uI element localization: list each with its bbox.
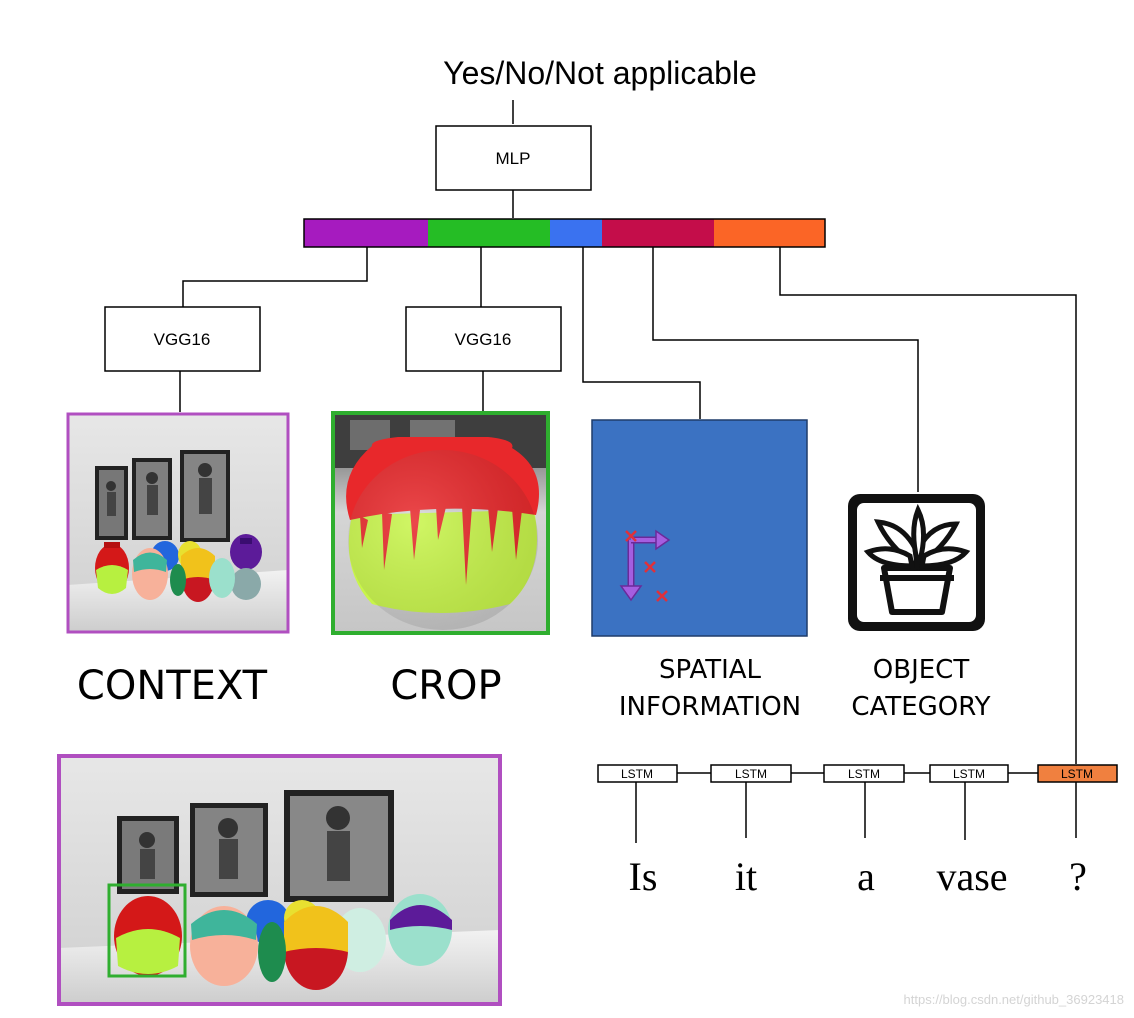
caption-context: CONTEXT bbox=[77, 663, 268, 709]
output-label: Yes/No/Not applicable bbox=[443, 55, 757, 91]
feature-segment-spatial bbox=[550, 219, 602, 247]
feature-bar-outline bbox=[303, 218, 826, 248]
context-image bbox=[66, 412, 290, 634]
caption-object-line1: OBJECT bbox=[873, 655, 970, 685]
lstm-cell bbox=[929, 764, 1009, 783]
scene-photo-frames bbox=[117, 790, 394, 902]
feature-segment-category bbox=[602, 219, 714, 247]
feature-segment-question bbox=[714, 219, 825, 247]
question-word: Is bbox=[629, 854, 658, 899]
feature-segment-context bbox=[304, 219, 428, 247]
question-word: vase bbox=[936, 854, 1007, 899]
lstm-cell-final bbox=[1037, 764, 1118, 783]
lstm-cell bbox=[597, 764, 678, 783]
question-word: a bbox=[857, 854, 875, 899]
spatial-info-panel bbox=[591, 419, 808, 637]
crop-image-border bbox=[331, 411, 550, 635]
scene-crop-bounding-box bbox=[107, 883, 187, 978]
feature-segment-crop bbox=[428, 219, 550, 247]
question-word: ? bbox=[1069, 854, 1087, 899]
scene-vases bbox=[114, 894, 452, 990]
plant-icon bbox=[848, 494, 985, 631]
caption-spatial-line1: SPATIAL bbox=[659, 655, 762, 685]
caption-crop: CROP bbox=[390, 663, 501, 709]
connector-context bbox=[182, 247, 368, 307]
crop-image bbox=[331, 411, 550, 635]
context-image-border bbox=[66, 412, 290, 634]
feature-bar bbox=[303, 218, 826, 248]
context-vases bbox=[95, 534, 262, 602]
connector-spatial bbox=[582, 247, 701, 419]
watermark: https://blog.csdn.net/github_36923418 bbox=[904, 992, 1124, 1007]
question-word: it bbox=[735, 854, 757, 899]
vgg16-crop-box bbox=[405, 306, 562, 372]
vgg16-crop-label: VGG16 bbox=[455, 330, 512, 349]
spatial-arrows-icon bbox=[619, 529, 671, 602]
scene-image-border bbox=[57, 754, 502, 1006]
lstm-chain: LSTM LSTM LSTM LSTM LSTM bbox=[597, 764, 1118, 843]
lstm-cell-label: LSTM bbox=[1061, 767, 1093, 781]
connector-question bbox=[779, 247, 1077, 764]
lstm-cell-label: LSTM bbox=[848, 767, 880, 781]
mlp-label: MLP bbox=[496, 149, 531, 168]
scene-image bbox=[57, 754, 502, 1006]
connector-category bbox=[652, 247, 919, 492]
context-photo-frames bbox=[95, 450, 230, 542]
caption-object-line2: CATEGORY bbox=[851, 692, 990, 722]
lstm-cell bbox=[823, 764, 905, 783]
lstm-cell bbox=[710, 764, 792, 783]
lstm-cell-label: LSTM bbox=[735, 767, 767, 781]
lstm-cell-label: LSTM bbox=[953, 767, 985, 781]
vgg16-context-label: VGG16 bbox=[154, 330, 211, 349]
vgg16-context-box bbox=[104, 306, 261, 372]
caption-spatial-line2: INFORMATION bbox=[619, 692, 801, 722]
lstm-cell-label: LSTM bbox=[621, 767, 653, 781]
